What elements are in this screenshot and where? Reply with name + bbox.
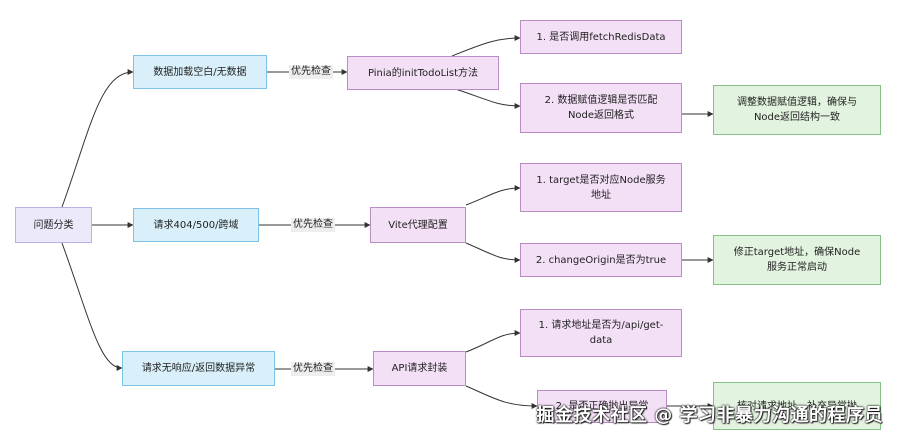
node-q-origin-label: 2. changeOrigin是否为true	[535, 254, 667, 266]
node-check-pinia-label: Pinia的initTodoList方法	[367, 67, 479, 79]
node-q-fetch: 1. 是否调用fetchRedisData	[520, 20, 682, 54]
node-fix-api: 核对请求地址，补充异常抛	[713, 382, 881, 430]
node-cat-empty-label: 数据加载空白/无数据	[153, 66, 247, 78]
edge-root-to-noresp	[61, 242, 123, 371]
edge-pinia-to-fetch	[451, 35, 521, 57]
node-q-url-label: 1. 请求地址是否为/api/get-data	[538, 320, 664, 346]
node-fix-assign-label: 调整数据赋值逻辑，确保与Node返回结构一致	[737, 97, 857, 123]
node-q-assign: 2. 数据赋值逻辑是否匹配Node返回格式	[520, 83, 682, 133]
watermark-text: 掘金技术社区 @ 学习非暴力沟通的程序员	[536, 405, 883, 426]
node-q-throw: 2. 是否正确抛出异常	[537, 390, 667, 423]
node-fix-assign: 调整数据赋值逻辑，确保与Node返回结构一致	[713, 85, 881, 135]
node-fix-api-label: 核对请求地址，补充异常抛	[737, 400, 857, 412]
node-check-api: API请求封装	[373, 351, 466, 386]
node-fix-target: 修正target地址，确保Node服务正常启动	[713, 235, 881, 285]
node-root: 问题分类	[15, 207, 92, 243]
node-cat-error: 请求404/500/跨域	[133, 208, 259, 242]
node-q-url: 1. 请求地址是否为/api/get-data	[520, 309, 682, 357]
node-cat-error-label: 请求404/500/跨域	[153, 219, 239, 231]
edge-vite-to-origin	[465, 242, 521, 263]
edge-vite-to-target	[465, 185, 521, 206]
node-cat-noresp-label: 请求无响应/返回数据异常	[141, 363, 256, 374]
node-fix-target-label: 修正target地址，确保Node服务正常启动	[733, 247, 861, 273]
node-check-api-label: API请求封装	[391, 363, 448, 374]
node-cat-empty: 数据加载空白/无数据	[133, 55, 267, 89]
node-check-vite: Vite代理配置	[370, 207, 466, 243]
node-q-fetch-label: 1. 是否调用fetchRedisData	[536, 31, 666, 43]
node-check-vite-label: Vite代理配置	[388, 219, 448, 231]
edge-api-to-throw	[465, 385, 538, 409]
node-q-origin: 2. changeOrigin是否为true	[520, 243, 682, 277]
edge-label-priority-1: 优先检查	[289, 65, 333, 79]
edge-pinia-to-assign	[451, 87, 521, 109]
edge-api-to-url	[465, 330, 521, 353]
node-q-target: 1. target是否对应Node服务地址	[520, 163, 682, 212]
edge-label-priority-2: 优先检查	[291, 218, 335, 232]
node-q-assign-label: 2. 数据赋值逻辑是否匹配Node返回格式	[544, 95, 658, 121]
node-check-pinia: Pinia的initTodoList方法	[347, 56, 499, 90]
edge-root-to-empty	[61, 69, 134, 208]
node-q-target-label: 1. target是否对应Node服务地址	[536, 174, 666, 201]
node-q-throw-label: 2. 是否正确抛出异常	[555, 401, 649, 412]
node-cat-noresp: 请求无响应/返回数据异常	[122, 351, 275, 386]
edge-label-priority-3: 优先检查	[291, 362, 335, 376]
node-root-label: 问题分类	[33, 219, 74, 231]
